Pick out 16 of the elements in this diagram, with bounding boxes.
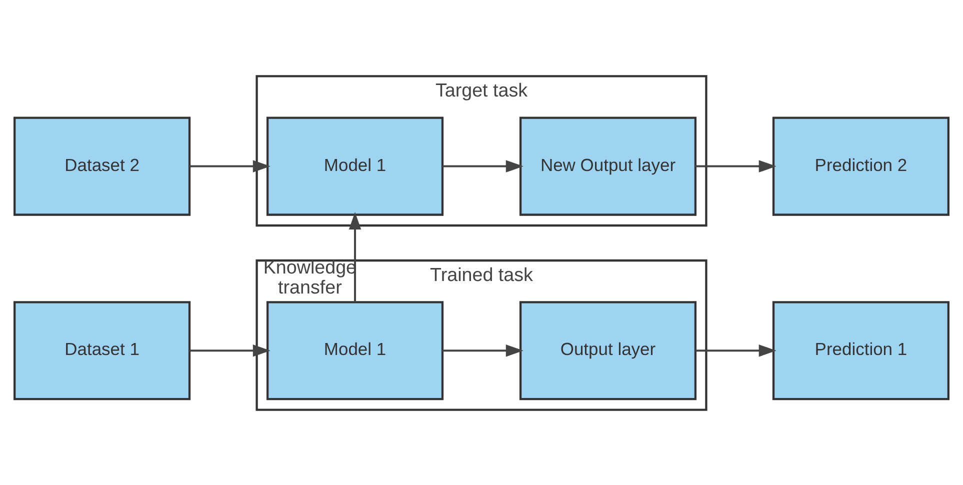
arrow: [442, 160, 524, 172]
node-box: Dataset 1: [14, 300, 191, 400]
node-box: Prediction 1: [772, 300, 950, 400]
arrow: [442, 344, 524, 356]
node-box: New Output layer: [519, 116, 697, 216]
arrow: [190, 344, 270, 356]
node-box: Prediction 2: [772, 116, 950, 216]
arrow: [695, 160, 776, 172]
node-box: Dataset 2: [14, 116, 191, 216]
node-box: Model 1: [266, 116, 444, 216]
edge-label: Knowledge transfer: [263, 256, 357, 298]
arrow: [348, 212, 362, 302]
node-box: Model 1: [266, 300, 444, 400]
node-box: Output layer: [519, 300, 697, 400]
arrow: [695, 344, 776, 356]
arrow: [190, 160, 270, 172]
